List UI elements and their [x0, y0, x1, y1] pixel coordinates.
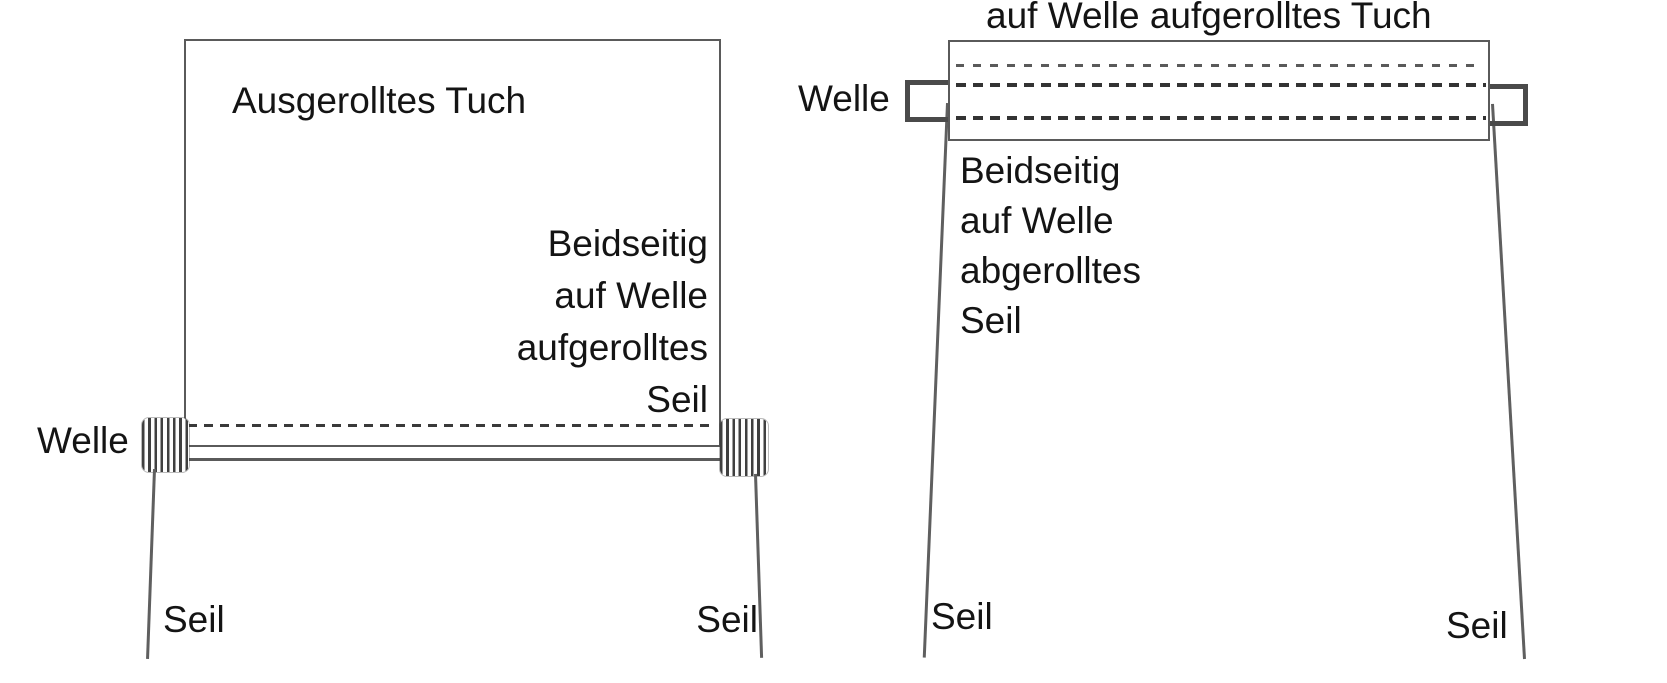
note-line: auf Welle: [960, 200, 1114, 241]
welle-axle-stub-right: [1490, 84, 1528, 126]
note-line: Beidseitig: [547, 223, 708, 264]
note-line: abgerolltes: [960, 250, 1142, 291]
rolled-cloth-title: auf Welle aufgerolltes Tuch: [986, 0, 1432, 36]
welle-label-right-diagram: Welle: [798, 78, 890, 119]
seil-label-right: Seil: [1446, 605, 1508, 646]
rope-coil-left: [142, 418, 189, 472]
hanging-rope-left: [146, 469, 156, 659]
rolled-cloth-rectangle: [948, 40, 1490, 141]
note-line: Beidseitig: [960, 150, 1121, 191]
welle-shaft-bottom-line: [158, 458, 762, 461]
unwound-rope-left: [922, 103, 949, 658]
rope-unwound-note-right-diagram: Beidseitig auf Welle abgerolltes Seil: [960, 146, 1141, 346]
seil-label-left: Seil: [163, 599, 225, 640]
seil-label-right: Seil: [696, 599, 758, 640]
roll-dashed-line-bottom: [956, 116, 1486, 120]
unwound-rope-right: [1491, 103, 1526, 660]
wound-rope-dashed-line: [188, 424, 716, 427]
note-line: Seil: [646, 379, 708, 420]
rope-wound-note-left-diagram: Beidseitig auf Welle aufgerolltes Seil: [430, 218, 708, 426]
welle-label-left-diagram: Welle: [37, 420, 129, 461]
roll-dashed-line-middle: [956, 83, 1486, 87]
welle-axle-stub-left: [905, 80, 948, 122]
seil-label-left: Seil: [931, 596, 993, 637]
rope-coil-right: [720, 419, 768, 476]
unrolled-cloth-rectangle: [184, 39, 721, 447]
unrolled-cloth-label: Ausgerolltes Tuch: [232, 80, 527, 121]
note-line: Seil: [960, 300, 1022, 341]
note-line: auf Welle: [554, 275, 708, 316]
note-line: aufgerolltes: [516, 327, 708, 368]
roll-dashed-line-top: [956, 64, 1482, 67]
